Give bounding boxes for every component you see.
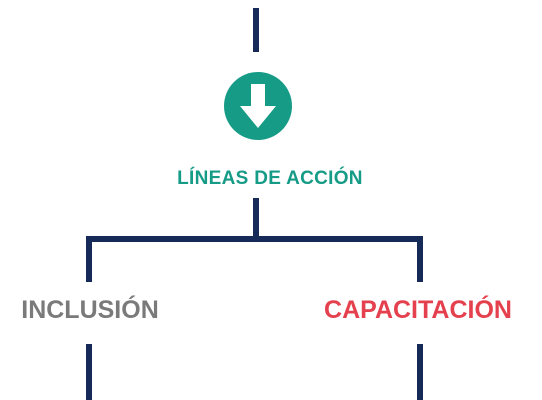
connector-top	[253, 8, 259, 52]
connector-right-branch	[417, 236, 423, 282]
connector-horizontal	[86, 236, 423, 242]
icon-arrow	[240, 84, 276, 128]
connector-right-bottom	[417, 344, 423, 400]
arrow-down-circle-icon	[222, 70, 294, 142]
connector-middle	[253, 198, 259, 240]
diagram-title: LÍNEAS DE ACCIÓN	[177, 168, 363, 189]
branch-label-inclusion: INCLUSIÓN	[21, 296, 159, 324]
branch-label-capacitacion: CAPACITACIÓN	[324, 296, 512, 324]
connector-left-branch	[86, 236, 92, 282]
connector-left-bottom	[86, 344, 92, 400]
